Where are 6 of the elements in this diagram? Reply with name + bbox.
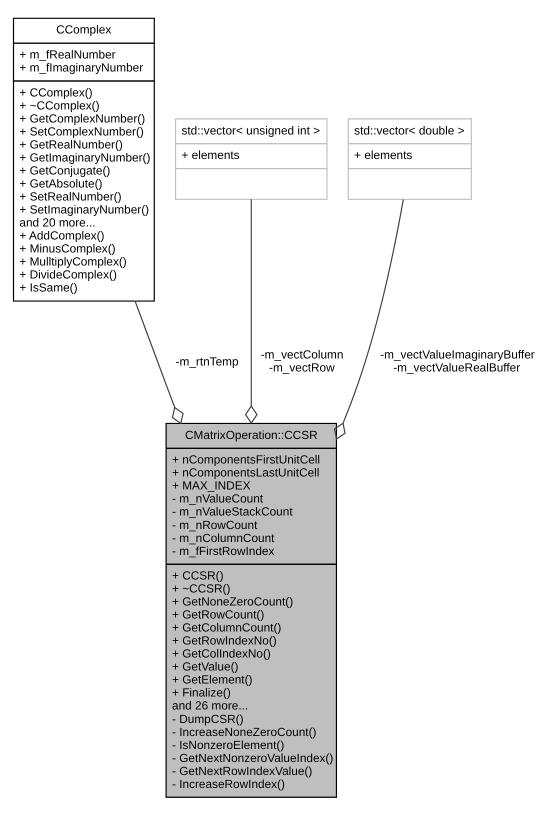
connector <box>244 199 258 424</box>
edge-label: -m_vectColumn -m_vectRow <box>260 347 344 374</box>
edge-label: -m_vectValueImaginaryBuffer -m_vectValueRealBuffer <box>380 347 535 374</box>
connector <box>134 300 184 424</box>
edge-label: -m_rtnTemp <box>176 354 239 369</box>
connector <box>334 199 404 440</box>
